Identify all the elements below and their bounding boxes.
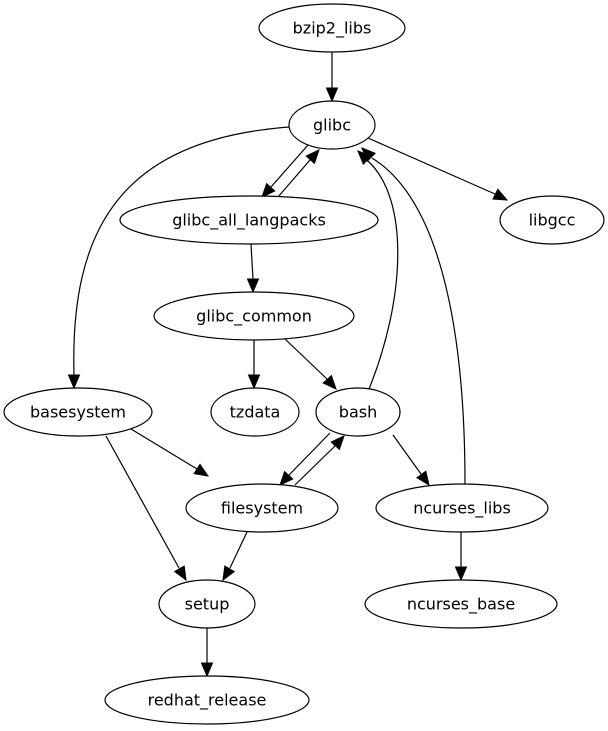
- node-basesystem[interactable]: basesystem: [3, 387, 153, 437]
- node-shape: [104, 675, 310, 725]
- arrowhead-icon: [222, 565, 236, 582]
- node-label: bzip2_libs: [293, 19, 372, 39]
- arrowhead-icon: [492, 188, 509, 201]
- arrowhead-icon: [325, 87, 339, 103]
- edge-bash-to-filesystem: [279, 432, 331, 486]
- edge-line: [367, 137, 496, 195]
- edge-ncurses-libs-to-glibc: [361, 147, 466, 485]
- arrowhead-icon: [416, 470, 430, 487]
- node-shape: [153, 291, 355, 341]
- arrowhead-icon: [173, 565, 187, 582]
- node-bash[interactable]: bash: [315, 387, 401, 437]
- arrowhead-icon: [322, 374, 337, 390]
- edge-line: [284, 338, 328, 380]
- arrowhead-icon: [330, 435, 345, 451]
- arrowhead-icon: [200, 662, 214, 678]
- node-libgcc[interactable]: libgcc: [499, 195, 605, 245]
- node-label: setup: [185, 595, 230, 614]
- edge-setup-to-redhat-release: [200, 628, 214, 678]
- edge-line: [73, 126, 290, 376]
- edge-ncurses-libs-to-ncurses-base: [454, 532, 468, 582]
- node-label: filesystem: [221, 499, 303, 518]
- edge-line: [371, 157, 466, 485]
- arrowhead-icon: [67, 374, 81, 390]
- edge-line: [294, 445, 336, 486]
- edge-line: [270, 144, 309, 188]
- edge-filesystem-to-setup: [222, 531, 248, 582]
- node-shape: [499, 195, 605, 245]
- node-label: glibc: [313, 116, 351, 135]
- edge-glibc-common-to-tzdata: [247, 340, 261, 390]
- edge-bzip2-libs-to-glibc: [325, 52, 339, 103]
- edge-line: [367, 160, 399, 390]
- node-shape: [364, 579, 558, 629]
- node-ncurses-libs[interactable]: ncurses_libs: [375, 483, 549, 533]
- node-ncurses-base[interactable]: ncurses_base: [364, 579, 558, 629]
- edge-bash-to-glibc: [357, 150, 399, 390]
- node-setup[interactable]: setup: [158, 579, 256, 629]
- arrowhead-icon: [193, 463, 210, 477]
- edge-filesystem-to-bash: [294, 435, 345, 486]
- edge-glibc-to-glibc-all-langpacks: [261, 144, 309, 198]
- node-label: ncurses_base: [407, 595, 515, 615]
- node-shape: [158, 579, 256, 629]
- arrowhead-icon: [305, 149, 320, 165]
- node-tzdata[interactable]: tzdata: [210, 387, 300, 437]
- arrowhead-icon: [361, 147, 376, 162]
- node-label: glibc_all_langpacks: [172, 211, 326, 231]
- node-shape: [375, 483, 549, 533]
- node-label: ncurses_libs: [413, 499, 511, 519]
- node-shape: [258, 3, 406, 53]
- edge-line: [392, 434, 422, 475]
- node-label: redhat_release: [148, 691, 267, 711]
- edge-line: [288, 432, 331, 476]
- node-label: tzdata: [230, 403, 281, 422]
- edge-line: [277, 159, 311, 198]
- edge-glibc-to-libgcc: [367, 137, 509, 201]
- node-glibc[interactable]: glibc: [288, 100, 376, 150]
- node-shape: [210, 387, 300, 437]
- edge-glibc-to-basesystem: [67, 126, 290, 390]
- node-label: libgcc: [529, 211, 576, 230]
- node-bzip2-libs[interactable]: bzip2_libs: [258, 3, 406, 53]
- edge-bash-to-ncurses-libs: [392, 434, 430, 487]
- node-redhat-release[interactable]: redhat_release: [104, 675, 310, 725]
- node-shape: [119, 195, 379, 245]
- arrowhead-icon: [247, 374, 261, 390]
- arrowhead-icon: [279, 470, 294, 486]
- arrowhead-icon: [246, 278, 260, 294]
- edge-glibc-all-langpacks-to-glibc-common: [246, 243, 260, 294]
- edge-line: [250, 243, 254, 280]
- node-shape: [315, 387, 401, 437]
- edge-line: [130, 428, 198, 470]
- edge-basesystem-to-filesystem: [130, 428, 210, 477]
- node-label: basesystem: [30, 403, 126, 422]
- edge-line: [105, 435, 180, 569]
- edge-basesystem-to-setup: [105, 435, 187, 582]
- edges-layer: [67, 52, 509, 678]
- edge-line: [229, 531, 248, 569]
- node-filesystem[interactable]: filesystem: [185, 483, 339, 533]
- node-label: bash: [339, 403, 377, 422]
- edge-glibc-all-langpacks-to-glibc: [277, 149, 320, 198]
- arrowhead-icon: [454, 566, 468, 582]
- node-glibc-all-langpacks[interactable]: glibc_all_langpacks: [119, 195, 379, 245]
- arrowhead-icon: [261, 182, 276, 198]
- node-label: glibc_common: [196, 307, 312, 327]
- edge-glibc-common-to-bash: [284, 338, 337, 390]
- node-shape: [288, 100, 376, 150]
- node-shape: [3, 387, 153, 437]
- node-glibc-common[interactable]: glibc_common: [153, 291, 355, 341]
- node-shape: [185, 483, 339, 533]
